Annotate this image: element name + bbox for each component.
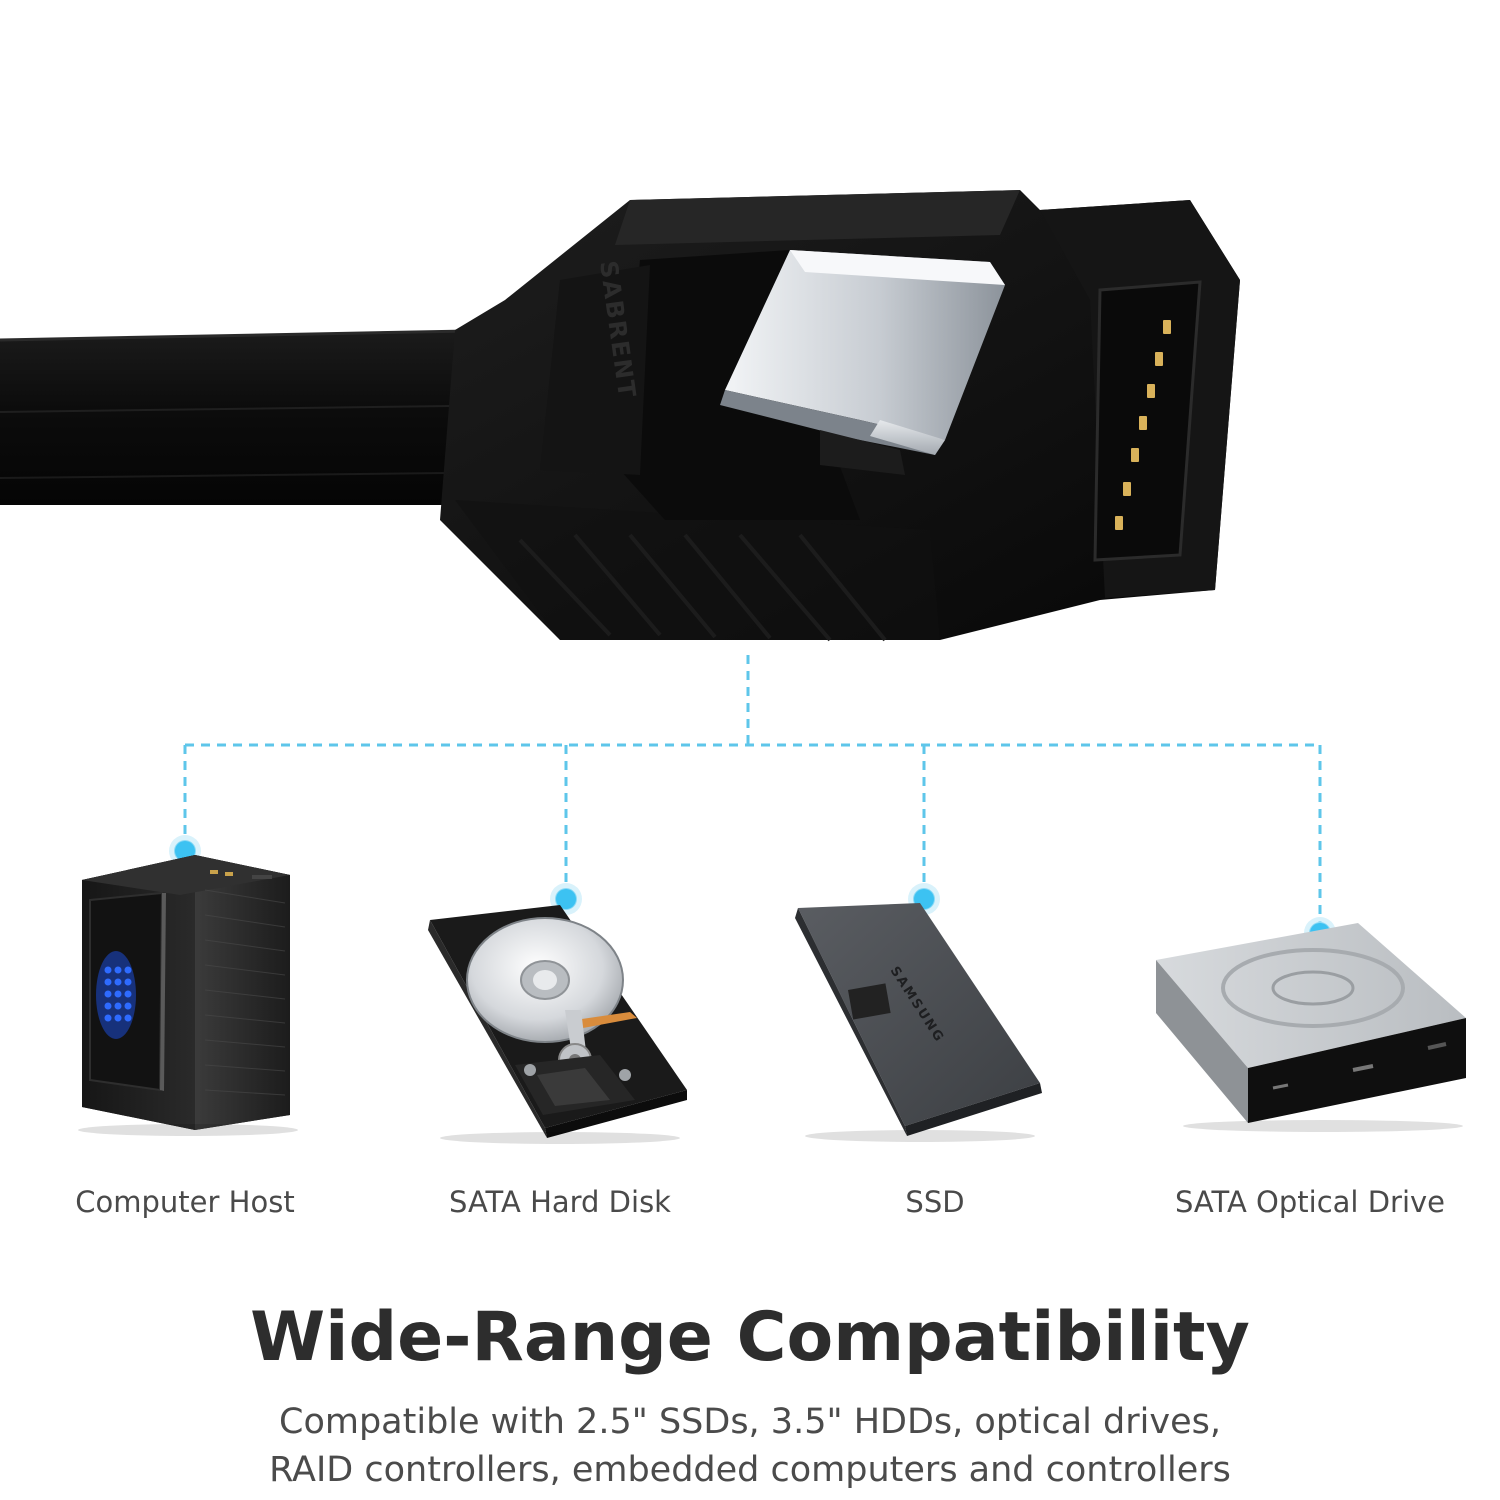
optical-drive-icon [1156,923,1466,1132]
device-label-ssd: SSD [905,1185,965,1219]
subline-line-1: Compatible with 2.5" SSDs, 3.5" HDDs, op… [279,1402,1221,1442]
device-label-optical-drive: SATA Optical Drive [1174,1185,1446,1219]
subline-line-2: RAID controllers, embedded computers and… [269,1450,1231,1490]
gold-pins [1115,320,1171,530]
latch-clip [720,250,1005,455]
computer-tower-icon [78,855,298,1136]
sata-connector: SABRENT [440,190,1240,642]
sata-cable-illustration: SABRENT [0,190,1240,642]
device-label-hard-disk: SATA Hard Disk [449,1185,671,1219]
hard-disk-icon [428,905,687,1144]
ssd-icon: SAMSUNG [795,903,1042,1142]
blue-led-panel [96,951,136,1039]
device-label-computer-host: Computer Host [75,1185,295,1219]
headline: Wide-Range Compatibility [250,1298,1250,1377]
